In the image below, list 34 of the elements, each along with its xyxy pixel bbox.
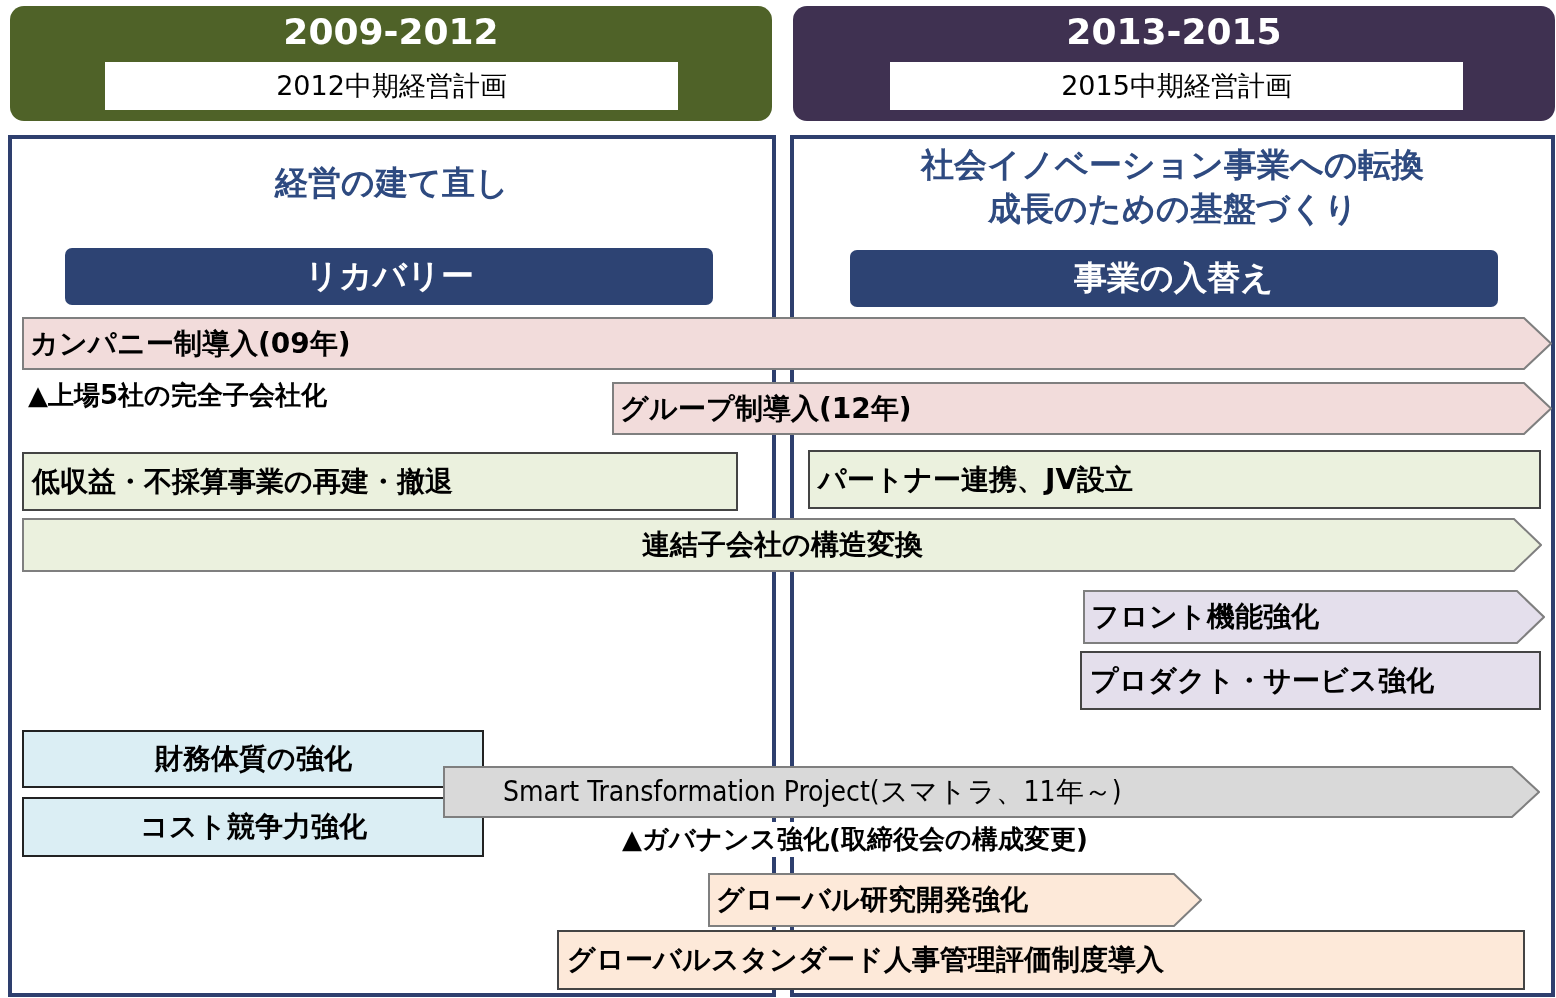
initiative-label: Smart Transformation Project(スマトラ、11年～) (503, 774, 1122, 810)
initiative-label: プロダクト・サービス強化 (1090, 662, 1434, 699)
panel-heading: 経営の建て直し (275, 162, 509, 204)
period-header (10, 6, 772, 121)
plan-title: 2015中期経営計画 (1061, 69, 1292, 103)
initiative-label: グループ制導入(12年) (620, 390, 912, 427)
period-header (793, 6, 1555, 121)
initiative-label: カンパニー制導入(09年) (30, 325, 351, 362)
initiative-box (22, 797, 484, 857)
period-label: 2013-2015 (1065, 10, 1283, 54)
initiative-label: パートナー連携、JV設立 (818, 461, 1134, 498)
initiative-label: 低収益・不採算事業の再建・撤退 (32, 463, 453, 500)
initiative-label: グローバルスタンダード人事管理評価制度導入 (567, 942, 1164, 978)
phase-label: 事業の入替え (1074, 257, 1274, 299)
initiative-box (808, 450, 1541, 509)
initiative-label: コスト競争力強化 (139, 809, 367, 845)
plan-box (105, 62, 678, 110)
initiative-box (1080, 651, 1541, 710)
panel-heading: 成長のための基盤づくり (987, 188, 1358, 230)
initiative-label: フロント機能強化 (1091, 599, 1319, 635)
initiative-label: グローバル研究開発強化 (716, 882, 1028, 918)
phase-bar (65, 248, 713, 305)
note-text: ▲ガバナンス強化(取締役会の構成変更) (622, 822, 1088, 857)
initiative-label: 連結子会社の構造変換 (641, 527, 923, 563)
initiative-box (22, 452, 738, 511)
plan-title: 2012中期経営計画 (276, 69, 507, 103)
phase-label: リカバリー (304, 255, 474, 297)
initiative-label: 財務体質の強化 (154, 741, 352, 777)
panel-heading: 社会イノベーション事業への転換 (921, 144, 1424, 186)
plan-box (890, 62, 1463, 110)
initiative-box (22, 730, 484, 788)
phase-bar (850, 250, 1498, 307)
initiative-box (557, 930, 1525, 990)
period-label: 2009-2012 (282, 10, 500, 54)
